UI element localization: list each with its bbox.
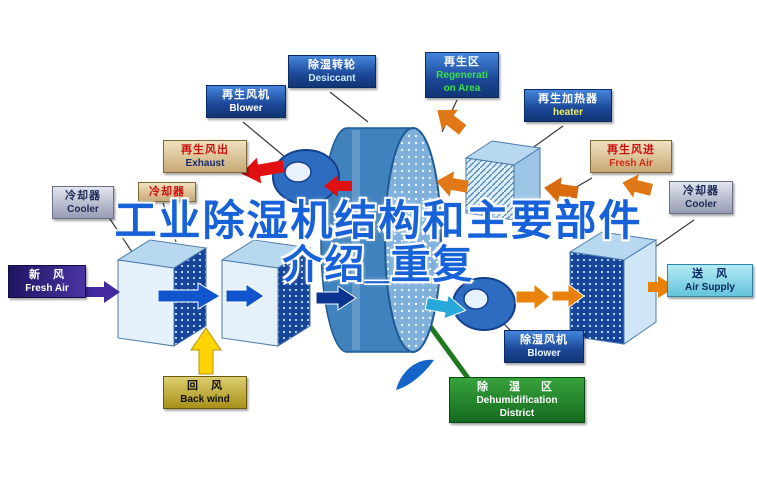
label-dehumid-district-zh: 除 湿 区 xyxy=(477,381,557,393)
label-dehumid-blower-zh: 除湿风机 xyxy=(520,334,568,346)
page-title: 工业除湿机结构和主要部件 介绍_重复 xyxy=(0,197,757,287)
label-regen-area: 再生区 Regenerati on Area xyxy=(425,52,499,99)
label-cooler-left-small: 冷却器 xyxy=(138,182,196,203)
arrow-exhaust-red xyxy=(241,157,285,184)
label-regen-heater-zh: 再生加热器 xyxy=(538,93,598,105)
arrow-fresh-air-purple xyxy=(84,281,120,303)
label-air-supply-zh: 送 风 xyxy=(692,268,728,280)
arrow-supply-orange-2 xyxy=(551,283,585,309)
arrow-supply-orange-1 xyxy=(515,282,551,312)
brand-swoosh xyxy=(396,359,434,390)
label-cooler-left-small-zh: 冷却器 xyxy=(149,186,185,198)
arrow-regen-orange-rotor xyxy=(436,171,469,197)
label-regen-area-zh: 再生区 xyxy=(444,56,480,68)
label-back-wind: 回 风 Back wind xyxy=(163,376,247,410)
label-fresh-air-zh: 新 风 xyxy=(29,269,65,281)
label-dehumid-blower: 除湿风机 Blower xyxy=(504,330,584,364)
label-regen-air-out: 再生风出 Exhaust xyxy=(163,140,247,174)
label-dehumid-district-en1: Dehumidification xyxy=(476,395,558,407)
arrow-regen-orange-heater xyxy=(544,177,579,203)
label-back-wind-en: Back wind xyxy=(180,394,230,406)
label-cooler-left-zh: 冷却器 xyxy=(65,190,101,202)
label-desiccant-zh: 除湿转轮 xyxy=(308,59,356,71)
label-regen-air-in: 再生风进 Fresh Air xyxy=(590,140,672,174)
label-regen-blower-zh: 再生风机 xyxy=(222,89,270,101)
regen-fan xyxy=(272,149,340,205)
label-dehumid-district-en2: District xyxy=(499,408,535,420)
heater-unit xyxy=(464,140,542,221)
label-regen-blower-en: Blower xyxy=(229,103,263,115)
unit-right xyxy=(568,231,658,345)
arrow-rotor-to-fan-red xyxy=(324,175,352,197)
arrow-back-wind-yellow xyxy=(190,327,222,375)
label-desiccant: 除湿转轮 Desiccant xyxy=(288,55,376,89)
label-regen-air-out-zh: 再生风出 xyxy=(181,144,229,156)
arrow-regen-orange-top xyxy=(437,109,467,135)
page-title-line1: 工业除湿机结构和主要部件 xyxy=(114,197,643,244)
district-connector xyxy=(427,324,471,380)
label-regen-blower: 再生风机 Blower xyxy=(206,85,286,119)
arrow-process-blue-1 xyxy=(157,282,221,310)
label-regen-heater-en: heater xyxy=(552,107,583,119)
label-regen-air-out-en: Exhaust xyxy=(185,158,225,170)
label-cooler-right-zh: 冷却器 xyxy=(683,185,719,197)
label-regen-heater: 再生加热器 heater xyxy=(524,89,612,123)
label-cooler-right-en: Cooler xyxy=(685,199,717,211)
label-regen-area-en1: Regenerati xyxy=(436,70,488,82)
label-regen-air-in-zh: 再生风进 xyxy=(607,144,655,156)
label-regen-area-en2: on Area xyxy=(443,83,481,95)
label-cooler-right: 冷却器 Cooler xyxy=(669,181,733,215)
arrow-air-supply-orange xyxy=(648,276,676,298)
label-regen-air-in-en: Fresh Air xyxy=(609,158,653,170)
arrow-regen-orange-cooler xyxy=(622,174,653,198)
label-cooler-left-en: Cooler xyxy=(67,204,99,216)
label-cooler-left: 冷却器 Cooler xyxy=(52,186,114,220)
label-dehumid-blower-en: Blower xyxy=(527,348,561,360)
label-fresh-air: 新 风 Fresh Air xyxy=(8,265,86,299)
arrow-rotor-to-fan-cyan xyxy=(424,294,467,320)
label-fresh-air-en: Fresh Air xyxy=(25,283,69,295)
label-back-wind-zh: 回 风 xyxy=(187,380,223,392)
label-desiccant-en: Desiccant xyxy=(308,73,356,85)
label-air-supply: 送 风 Air Supply xyxy=(667,264,753,298)
arrow-into-rotor-navy xyxy=(315,285,357,311)
page-title-line2: 介绍_重复 xyxy=(282,243,475,287)
arrow-process-blue-2 xyxy=(225,283,265,309)
airflow-arrows xyxy=(84,109,676,375)
label-air-supply-en: Air Supply xyxy=(684,282,735,294)
label-dehumid-district: 除 湿 区 Dehumidification District xyxy=(449,377,585,424)
